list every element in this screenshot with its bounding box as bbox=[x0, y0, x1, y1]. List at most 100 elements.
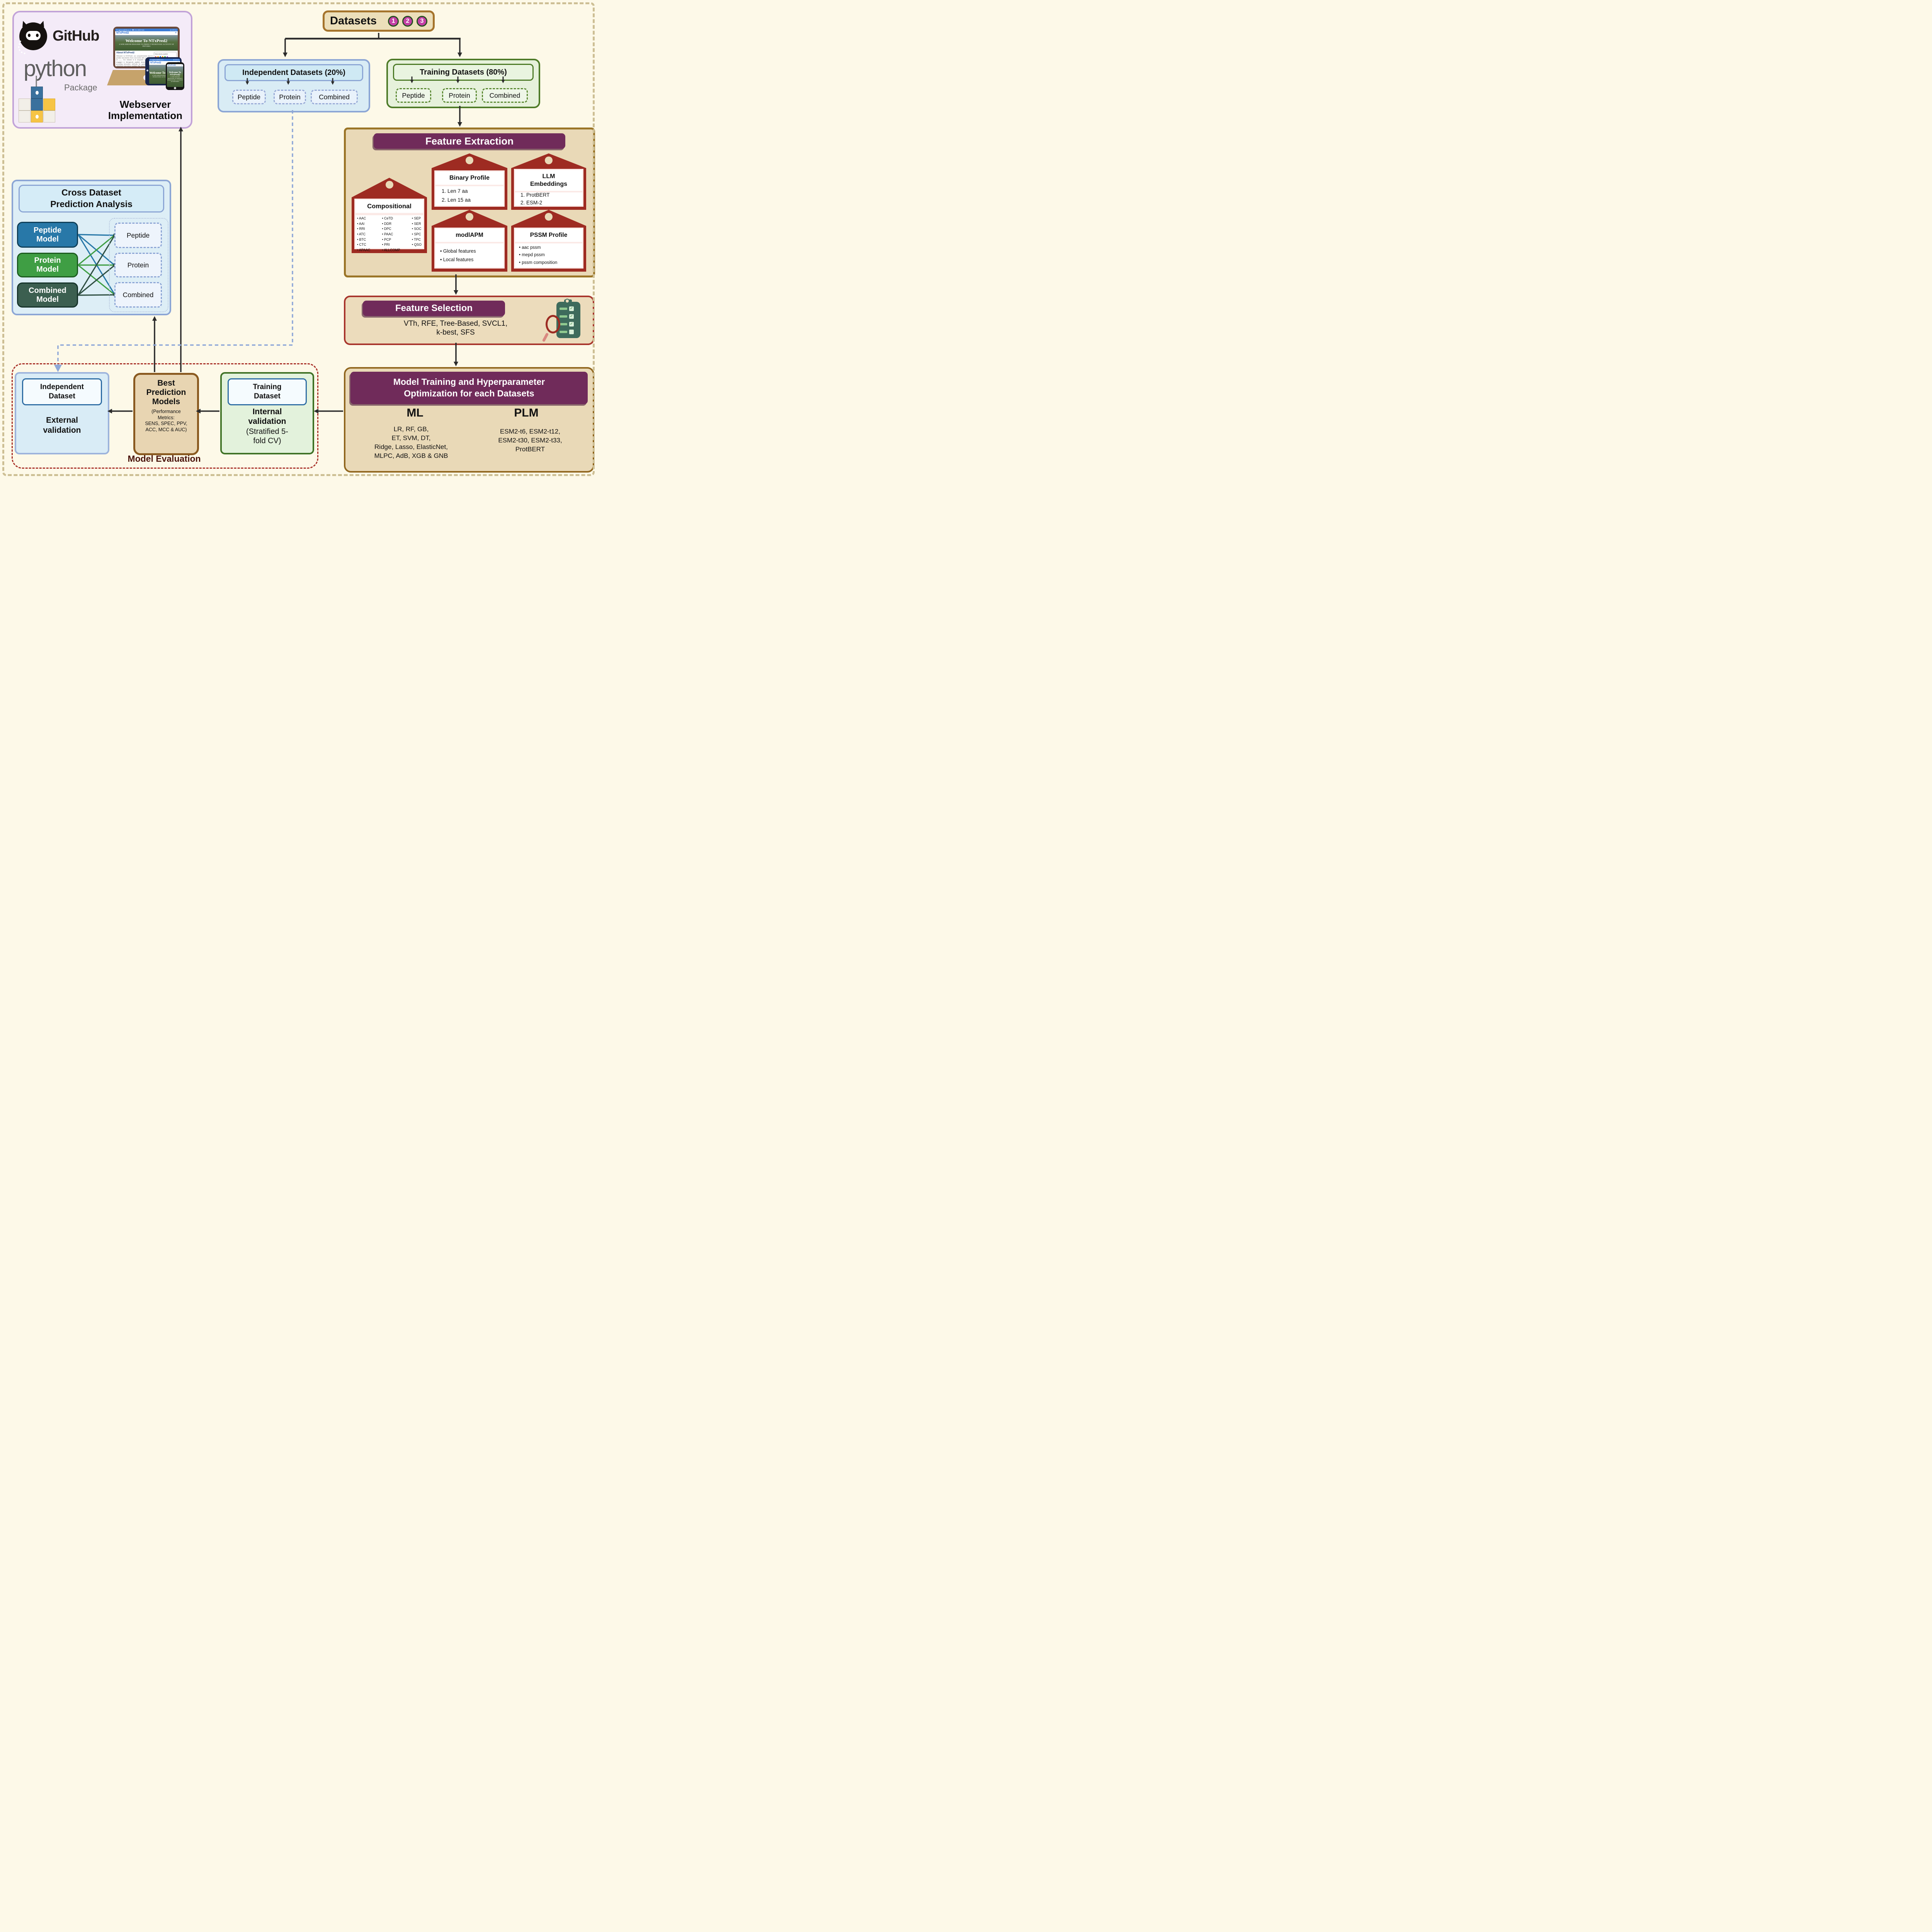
site-brand: NTxPred2 bbox=[116, 32, 129, 34]
external-validation-title: External validation bbox=[43, 416, 81, 435]
pssm-profile-tag: PSSM Profile aac pssmmepd pssmpssm compo… bbox=[511, 210, 586, 272]
compositional-tag: Compositional AACAAIRRIATCBTCCTCAPAAC Ce… bbox=[352, 178, 427, 253]
training-datasets-box: Training Datasets (80%) Peptide Protein … bbox=[386, 59, 540, 108]
datasets-label: Datasets bbox=[330, 15, 377, 27]
tag-hole bbox=[385, 181, 393, 189]
site-about-text: Welcome to NTxPred2, our comprehensive t… bbox=[116, 55, 153, 66]
plm-models: ESM2-t6, ESM2-t12, ESM2-t30, ESM2-t33, P… bbox=[498, 428, 562, 453]
best-prediction-models-box: Best Prediction Models (Performance Metr… bbox=[133, 373, 199, 455]
compositional-item: RRI bbox=[357, 226, 370, 232]
python-package-label: Package bbox=[64, 83, 97, 92]
pssm-item: aac pssm bbox=[519, 244, 582, 252]
ml-algorithms: LR, RF, GB, ET, SVM, DT, Ridge, Lasso, E… bbox=[374, 425, 448, 459]
plm-heading: PLM bbox=[514, 406, 539, 419]
binary-item: 1. Len 7 aa bbox=[442, 188, 468, 194]
compositional-item: SPC bbox=[412, 232, 422, 237]
compositional-item: ALLCOMP bbox=[382, 248, 400, 253]
dataset-badge: 2 bbox=[402, 15, 413, 27]
compositional-item: ATC bbox=[357, 232, 370, 237]
training-datasets-title: Training Datasets (80%) bbox=[393, 64, 534, 81]
site-hero-sub: A WEB SERVER DESIGNED TO PREDICT NEUROTO… bbox=[167, 76, 183, 82]
compositional-item: TPC bbox=[412, 237, 422, 243]
cross-target-protein: Protein bbox=[114, 253, 162, 277]
modlapm-item: Global features bbox=[440, 247, 503, 256]
modlapm-title: modlAPM bbox=[434, 228, 505, 243]
independent-protein: Protein bbox=[274, 90, 306, 104]
site-hero-title: Welcome To NTxPred2 bbox=[149, 71, 180, 75]
figure-canvas: GitHub python Package ✉ raghava@iiitd.ac… bbox=[0, 0, 597, 478]
pssm-item: mepd pssm bbox=[519, 252, 582, 259]
checklist-magnifier-icon: ✓ ✓ ✓ bbox=[542, 299, 583, 342]
tag-hole bbox=[466, 156, 473, 164]
site-topbar: ✉ raghava@iiitd.ac.in ☎ 011-26907444 in … bbox=[115, 29, 178, 31]
feature-extraction-title: Feature Extraction bbox=[374, 133, 565, 149]
binary-profile-list: 1. Len 7 aa 2. Len 15 aa bbox=[434, 185, 505, 207]
pssm-item: pssm composition bbox=[519, 259, 582, 267]
independent-datasets-box: Independent Datasets (20%) Peptide Prote… bbox=[218, 59, 370, 112]
independent-peptide: Peptide bbox=[232, 90, 266, 104]
cross-target-combined: Combined bbox=[114, 282, 162, 308]
hamburger-icon: ≡ bbox=[181, 64, 182, 66]
protein-model-pill: Protein Model bbox=[17, 253, 78, 277]
mail-icon: ✉ bbox=[116, 29, 118, 31]
best-models-title: Best Prediction Models bbox=[146, 379, 186, 406]
phone-icon: ☎ bbox=[132, 29, 134, 31]
model-training-title: Model Training and Hyperparameter Optimi… bbox=[350, 372, 588, 404]
internal-validation-title: Internal validation bbox=[248, 407, 286, 426]
tag-hole bbox=[545, 213, 553, 221]
webserver-implementation-panel: GitHub python Package ✉ raghava@iiitd.ac… bbox=[12, 11, 192, 129]
binary-profile-title: Binary Profile bbox=[434, 170, 505, 186]
combined-model-pill: Combined Model bbox=[17, 282, 78, 308]
compositional-item: AAI bbox=[357, 221, 370, 227]
site-brand: NTxPred2 bbox=[150, 61, 162, 64]
compositional-item: DDR bbox=[382, 221, 400, 227]
model-evaluation-label: Model Evaluation bbox=[128, 454, 201, 464]
training-dataset-label: Training Dataset bbox=[228, 378, 307, 405]
internal-validation-box: Training Dataset Internal validation (St… bbox=[220, 372, 314, 454]
best-models-metrics: (Performance Metrics: SENS, SPEC, PPV, A… bbox=[145, 409, 187, 432]
training-protein: Protein bbox=[442, 88, 477, 103]
compositional-item: AAC bbox=[357, 216, 370, 221]
site-hero-title: Welcome To NTxPred2 bbox=[125, 39, 168, 43]
feature-selection-box: Feature Selection VTh, RFE, Tree-Based, … bbox=[344, 296, 594, 345]
compositional-item: PCP bbox=[382, 237, 400, 243]
tag-hole bbox=[466, 213, 473, 221]
independent-datasets-title: Independent Datasets (20%) bbox=[224, 64, 363, 81]
internal-validation-subtitle: (Stratified 5- fold CV) bbox=[246, 427, 288, 445]
site-brand: NTxPred2 bbox=[168, 64, 176, 66]
compositional-item: CTC bbox=[357, 242, 370, 248]
panel-label: Neurotoxin peptide bbox=[155, 53, 168, 55]
modlapm-item: Local features bbox=[440, 255, 503, 264]
training-peptide: Peptide bbox=[396, 88, 431, 103]
dataset-badge: 1 bbox=[388, 15, 399, 27]
compositional-title: Compositional bbox=[354, 199, 424, 214]
feature-extraction-box: Feature Extraction Compositional AACAAIR… bbox=[344, 128, 595, 277]
ml-heading: ML bbox=[406, 406, 423, 419]
independent-dataset-label: Independent Dataset bbox=[22, 378, 102, 405]
site-hero-title: Welcome To NTxPred2 bbox=[169, 71, 181, 76]
modlapm-list: Global featuresLocal features bbox=[434, 242, 505, 269]
compositional-item: QSO bbox=[412, 242, 422, 248]
site-phone: 011-26907444 bbox=[134, 29, 145, 31]
training-combined: Combined bbox=[482, 88, 528, 103]
hamburger-icon: ≡ bbox=[175, 32, 177, 34]
python-package-cubes-icon bbox=[16, 87, 64, 125]
model-training-box: Model Training and Hyperparameter Optimi… bbox=[344, 367, 594, 473]
peptide-model-pill: Peptide Model bbox=[17, 222, 78, 248]
compositional-item: CeTD bbox=[382, 216, 400, 221]
feature-selection-methods: VTh, RFE, Tree-Based, SVCL1, k-best, SFS bbox=[403, 320, 508, 337]
binary-profile-tag: Binary Profile 1. Len 7 aa 2. Len 15 aa bbox=[432, 153, 507, 210]
tag-hole bbox=[545, 156, 553, 164]
modlapm-tag: modlAPM Global featuresLocal features bbox=[432, 210, 507, 272]
site-email: raghava@iiitd.ac.in bbox=[118, 29, 131, 31]
site-hero-sub: A WEB SERVER DESIGNED TO PREDICT NEUROTO… bbox=[152, 75, 177, 78]
binary-item: 2. Len 15 aa bbox=[442, 197, 471, 203]
compositional-item: SER bbox=[412, 221, 422, 227]
cross-dataset-box: Cross Dataset Prediction Analysis Peptid… bbox=[12, 180, 171, 315]
compositional-item: PAAC bbox=[382, 232, 400, 237]
python-logo-label: python bbox=[24, 56, 87, 81]
